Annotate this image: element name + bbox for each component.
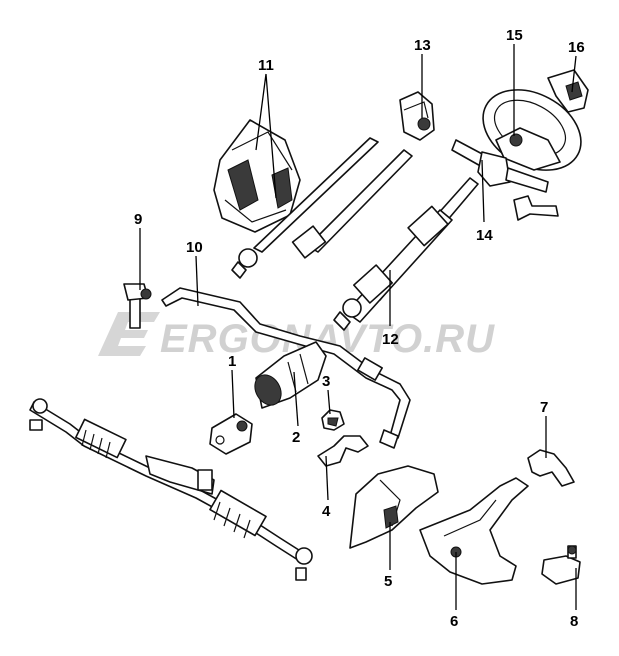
callout-2: 2 <box>292 429 300 446</box>
part-5-bracket <box>349 465 439 549</box>
part-11-column-cover <box>213 119 301 233</box>
callout-10: 10 <box>186 239 203 256</box>
part-14-combination-switch <box>451 139 559 221</box>
callout-15: 15 <box>506 27 523 44</box>
part-16-horn-pad <box>547 69 589 113</box>
part-12-steering-column <box>333 177 479 331</box>
callout-4: 4 <box>322 503 331 520</box>
part-1-universal-joint <box>209 413 253 455</box>
callout-12: 12 <box>382 331 399 348</box>
part-2-boot <box>254 341 327 409</box>
watermark-text: ERGONAVTO.RU <box>160 317 495 361</box>
callout-labels: 11 13 15 16 14 12 9 10 1 2 3 4 5 6 7 8 <box>134 27 585 630</box>
part-7-mount-bracket <box>527 449 575 487</box>
part-3-bushing <box>321 409 345 431</box>
rack-boot-right <box>209 489 267 539</box>
callout-6: 6 <box>450 613 458 630</box>
part-13-ignition-lock <box>399 91 435 141</box>
watermark: ERGONAVTO.RU <box>98 312 495 361</box>
rack-boot-left <box>75 418 127 459</box>
part-9-bolt <box>123 283 152 329</box>
callout-7: 7 <box>540 399 548 416</box>
part-4-clamp <box>317 435 369 467</box>
callout-1: 1 <box>228 353 236 370</box>
intermediate-shaft-upper <box>231 137 413 279</box>
callout-8: 8 <box>570 613 578 630</box>
callout-14: 14 <box>476 227 493 244</box>
part-10-stabilizer-bar <box>161 287 411 449</box>
leader-lines <box>139 44 577 610</box>
callout-3: 3 <box>322 373 330 390</box>
steering-rack <box>29 398 313 581</box>
callout-5: 5 <box>384 573 392 590</box>
part-8-ball-joint <box>541 545 581 585</box>
callout-9: 9 <box>134 211 142 228</box>
callout-16: 16 <box>568 39 585 56</box>
part-6-control-arm <box>419 477 529 585</box>
part-15-steering-wheel <box>482 89 582 171</box>
callout-13: 13 <box>414 37 431 54</box>
callout-11: 11 <box>258 57 274 74</box>
